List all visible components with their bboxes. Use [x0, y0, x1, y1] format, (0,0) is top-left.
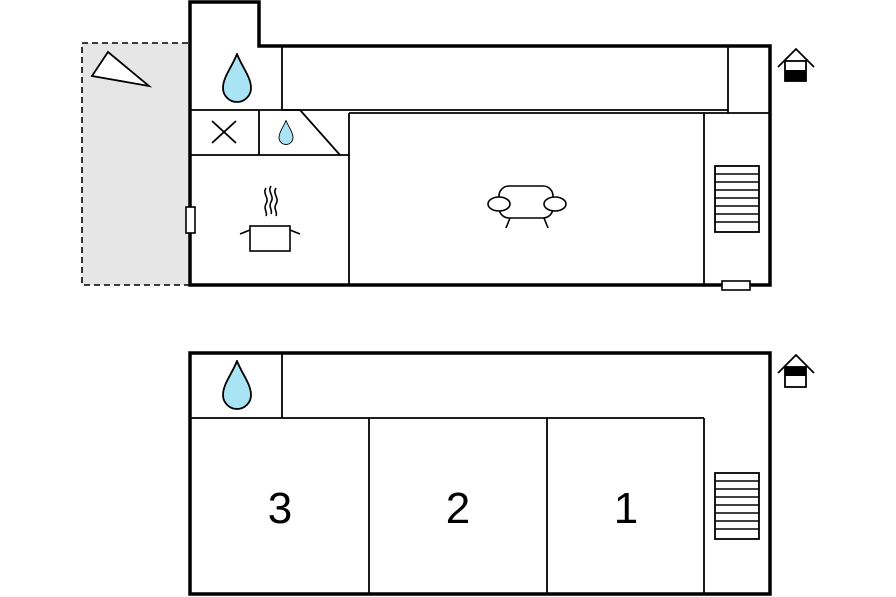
- upper-floor: 3 2 1: [188, 351, 815, 596]
- house-upper-floor-icon: [777, 353, 815, 388]
- interior-walls: [190, 353, 705, 594]
- upper-floor-outer-wall: [188, 351, 772, 596]
- room-number-2: 2: [446, 484, 470, 533]
- cross-icon: [211, 120, 237, 144]
- sofa-icon: [487, 185, 567, 229]
- house-ground-floor-icon: [777, 47, 815, 82]
- stairs-icon: [714, 472, 760, 540]
- water-drop-icon: [278, 120, 294, 145]
- room-number-3: 3: [268, 484, 292, 533]
- water-drop-icon: [222, 360, 252, 410]
- interior-walls: [190, 46, 770, 285]
- water-drop-icon: [222, 53, 252, 103]
- terrace-icon: [90, 50, 153, 88]
- door-left: [185, 206, 196, 234]
- room-number-1: 1: [614, 484, 638, 533]
- cooking-pot-icon: [239, 185, 301, 252]
- door-bottom: [721, 280, 751, 291]
- ground-floor: [81, 0, 815, 291]
- ground-floor-outer-wall: [188, 0, 772, 287]
- stairs-icon: [714, 165, 760, 233]
- terrace: [81, 42, 191, 286]
